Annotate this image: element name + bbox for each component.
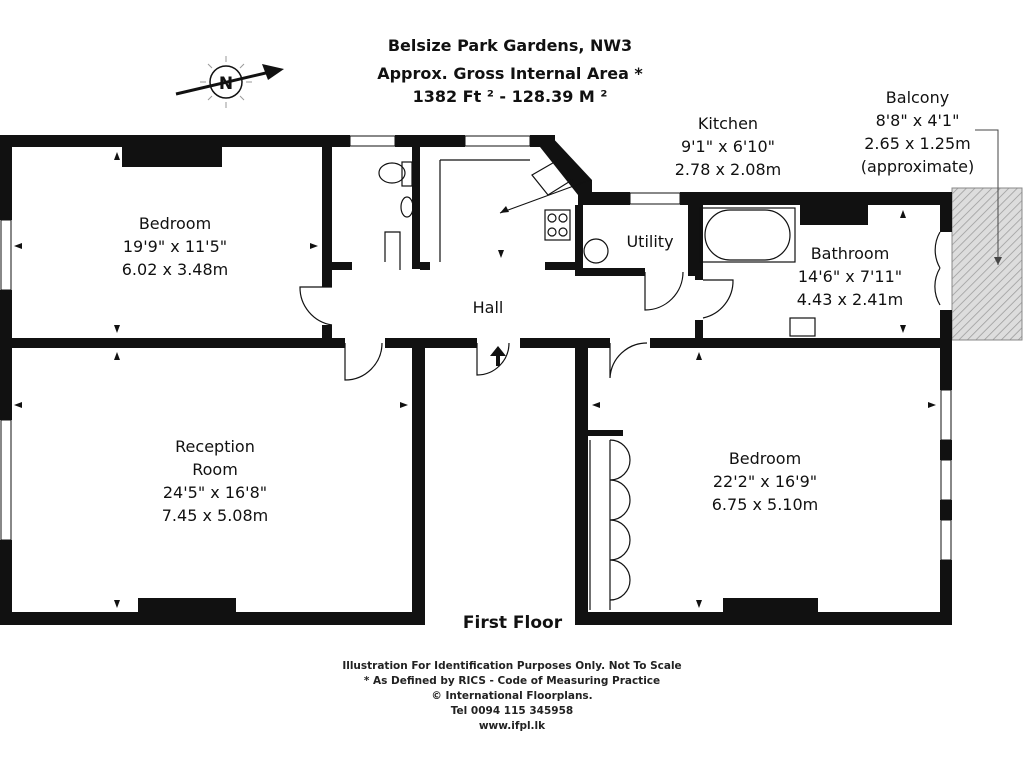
room-metric: 6.75 x 5.10m [711,495,819,514]
footer-rics: * As Defined by RICS - Code of Measuring… [363,675,661,687]
area-label: Approx. Gross Internal Area * [377,64,643,83]
room-metric: 6.02 x 3.48m [121,260,229,279]
room-name: Bedroom [138,214,212,233]
footer-website: www.ifpl.lk [478,720,546,732]
balcony-area [951,187,1023,341]
room-name: Bathroom [810,244,890,263]
room-note: (approximate) [860,157,975,176]
room-imperial: 19'9" x 11'5" [122,237,228,256]
compass-icon: N [175,56,284,108]
room-metric: 2.65 x 1.25m [864,134,971,153]
entrance-arrow-icon [490,346,506,366]
room-metric: 7.45 x 5.08m [161,506,269,525]
area-value: 1382 Ft ² - 128.39 M ² [412,87,608,106]
room-kitchen: Kitchen 9'1" x 6'10" 2.78 x 2.08m [658,112,798,181]
floor-label: First Floor [462,613,563,633]
room-imperial: 24'5" x 16'8" [162,483,268,502]
room-bedroom2: Bedroom 22'2" x 16'9" 6.75 x 5.10m [690,447,840,516]
room-name: Kitchen [697,114,759,133]
room-name: Hall [472,298,504,317]
room-name: Reception [175,437,255,456]
footer-copyright: © International Floorplans. [431,690,593,702]
address: Belsize Park Gardens, NW3 [387,36,633,55]
balcony-pointer [975,129,999,265]
footer: Illustration For Identification Purposes… [300,659,724,734]
footer-phone: Tel 0094 115 345958 [450,705,574,717]
footer-disclaimer: Illustration For Identification Purposes… [342,660,682,672]
compass-letter: N [219,74,233,94]
room-hall: Hall [448,296,528,319]
room-name: Balcony [885,88,950,107]
room-imperial: 9'1" x 6'10" [680,137,776,156]
room-name: Bedroom [728,449,802,468]
room-imperial: 8'8" x 4'1" [875,111,960,130]
header: Belsize Park Gardens, NW3 Approx. Gross … [360,34,660,108]
room-metric: 4.43 x 2.41m [796,290,904,309]
room-name-2: Room [192,460,238,479]
room-reception: Reception Room 24'5" x 16'8" 7.45 x 5.08… [140,435,290,527]
dimension-ticks [14,152,936,608]
room-bedroom1: Bedroom 19'9" x 11'5" 6.02 x 3.48m [90,212,260,281]
room-imperial: 22'2" x 16'9" [712,472,818,491]
walls [0,135,952,625]
room-balcony: Balcony 8'8" x 4'1" 2.65 x 1.25m (approx… [845,86,990,178]
room-metric: 2.78 x 2.08m [674,160,782,179]
fixtures [299,159,941,610]
room-imperial: 14'6" x 7'11" [797,267,903,286]
room-bathroom: Bathroom 14'6" x 7'11" 4.43 x 2.41m [775,242,925,311]
windows [0,135,952,561]
room-utility: Utility [610,230,690,253]
room-name: Utility [626,232,674,251]
